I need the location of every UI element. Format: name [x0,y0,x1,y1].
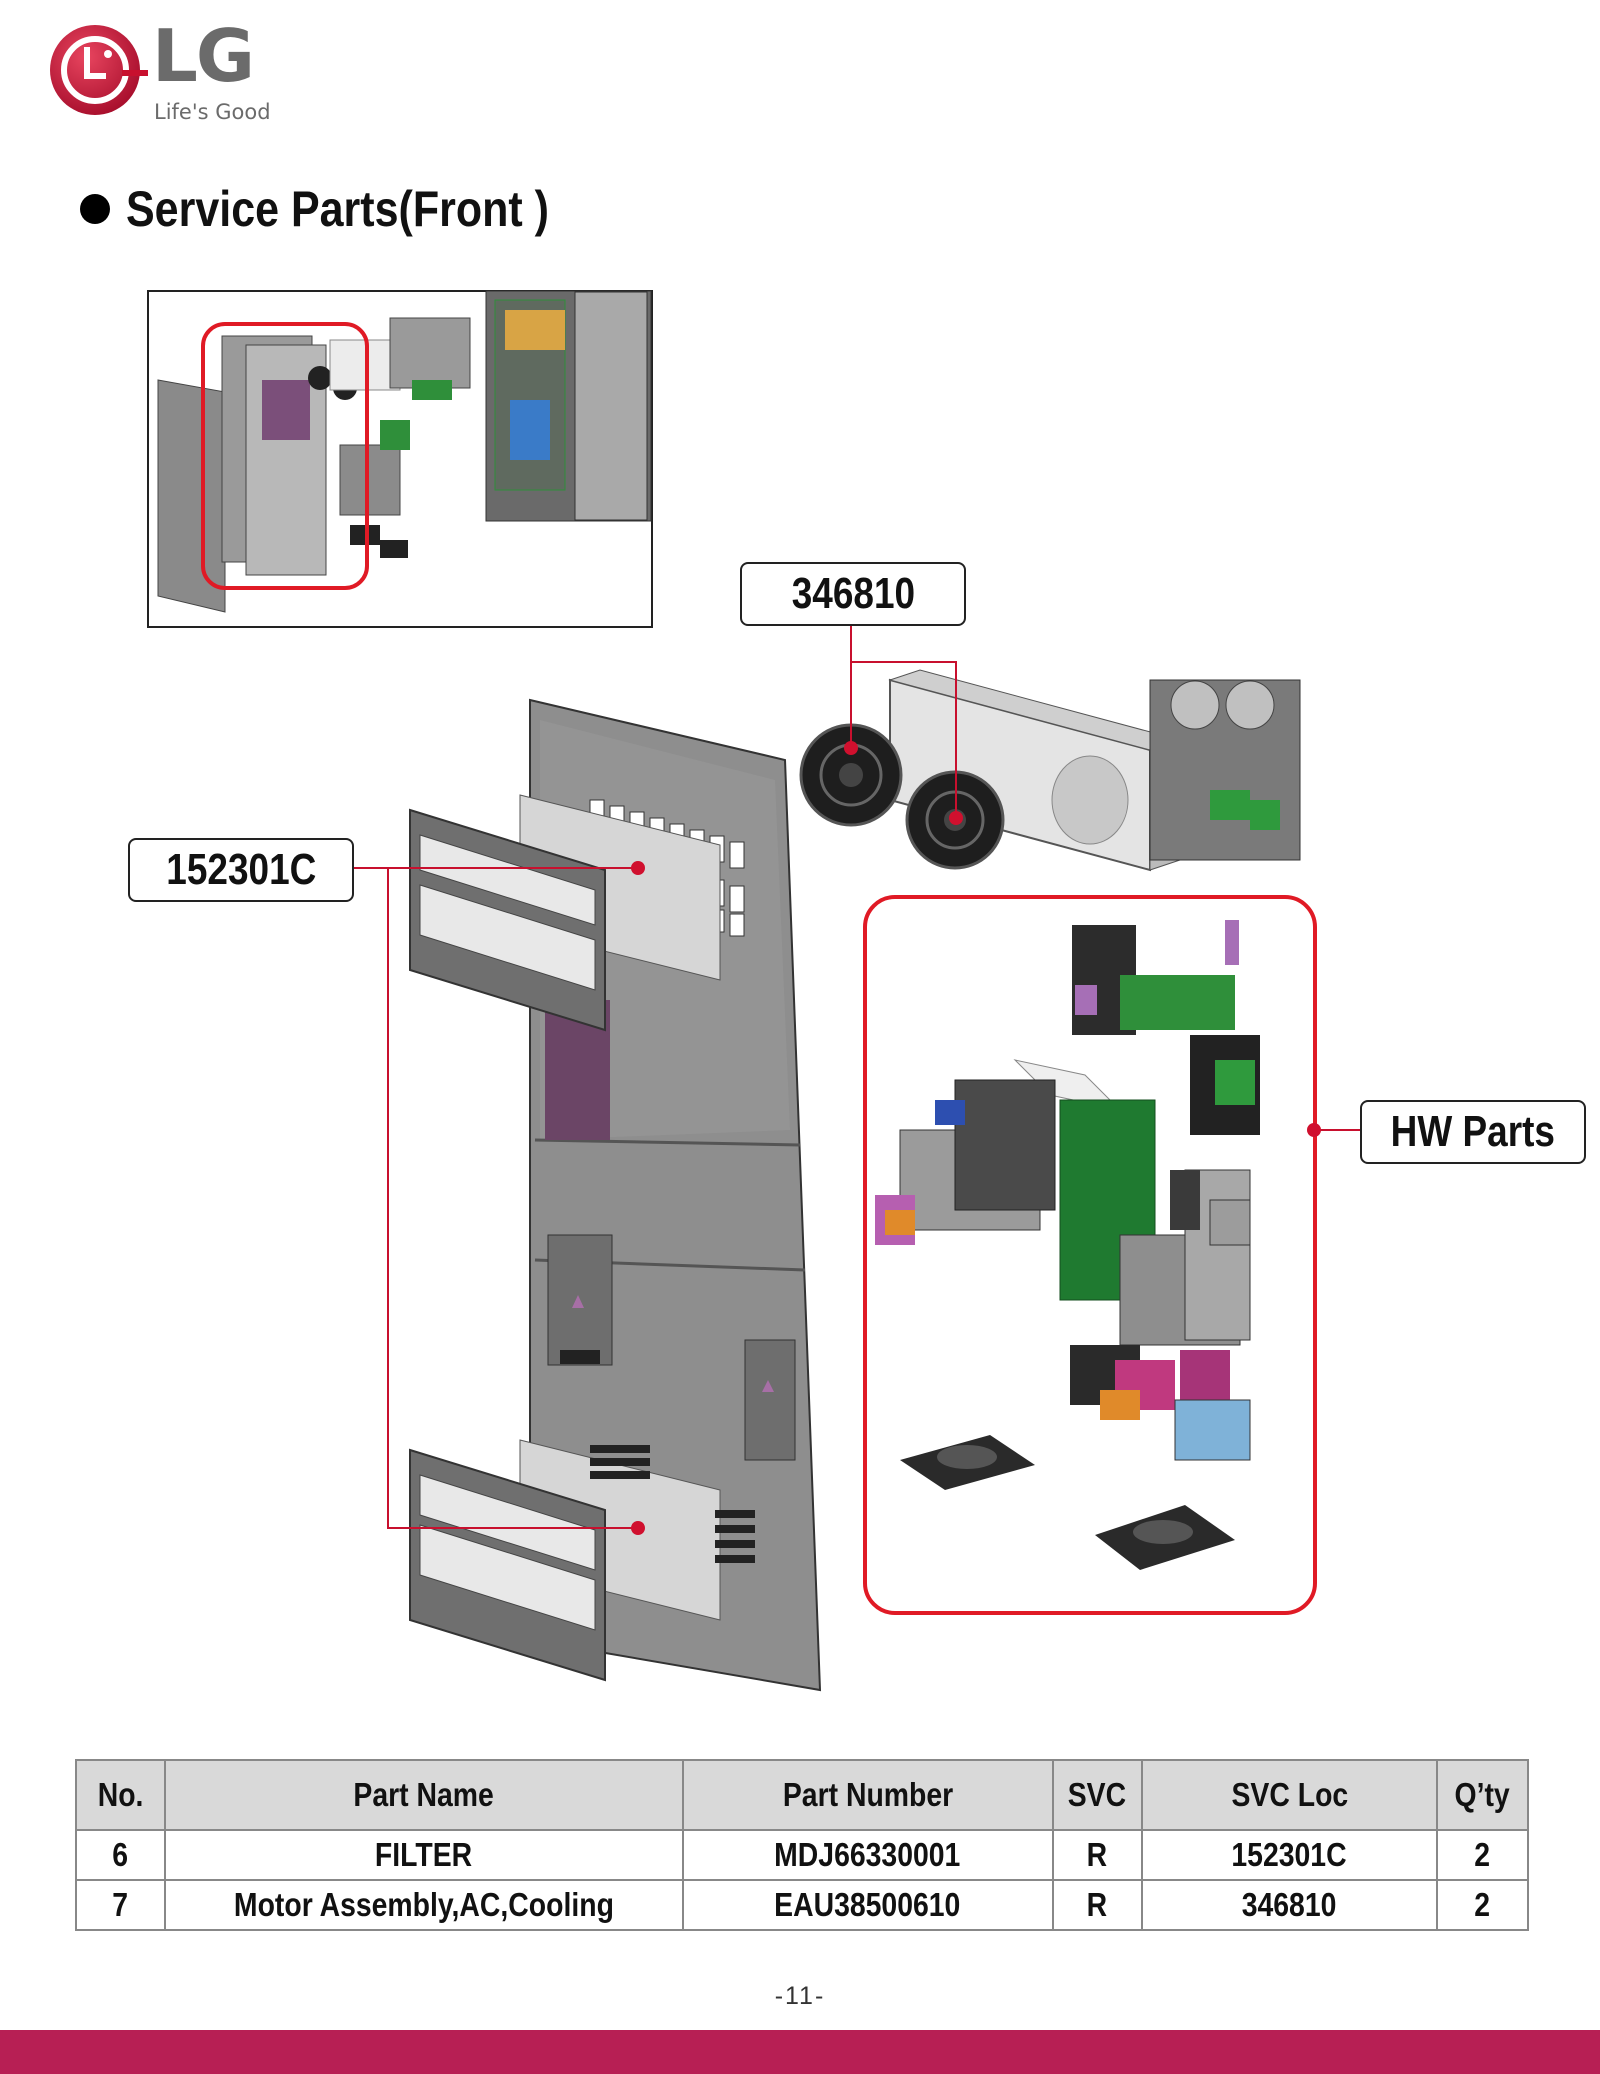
col-part-number: Part Number [681,1759,1054,1831]
cell-part-name: Motor Assembly,AC,Cooling [163,1879,684,1931]
upper-grille [409,808,606,1032]
parts-table: No. Part Name Part Number SVC SVC Loc Q’… [75,1759,1529,1931]
cell-svc: R [1051,1879,1143,1931]
cell-part-name: FILTER [163,1829,684,1881]
footer-bar [0,2030,1600,2074]
lg-wordmark: LG [152,14,255,98]
cell-part-number: EAU38500610 [681,1879,1054,1931]
col-part-name: Part Name [163,1759,684,1831]
lower-grille [409,1448,606,1682]
cell-qty: 2 [1436,1829,1529,1881]
cell-part-number: MDJ66330001 [681,1829,1054,1881]
cell-svc-loc: 152301C [1140,1829,1439,1881]
section-title: Service Parts(Front ) [126,181,549,237]
callout-motor: 346810 [740,562,966,626]
hw-parts-group [863,895,1317,1615]
section-heading: Service Parts(Front ) [80,180,618,238]
cell-no: 7 [75,1879,166,1931]
lg-tagline: Life's Good [154,100,271,124]
col-svc-loc: SVC Loc [1140,1759,1439,1831]
fan-assembly [799,669,1301,872]
table-row: 7 Motor Assembly,AC,Cooling EAU38500610 … [75,1879,1529,1931]
table-row: 6 FILTER MDJ66330001 R 152301C 2 [75,1829,1529,1881]
page-number: -11- [774,1982,826,2010]
bullet-icon [80,194,110,224]
table-header-row: No. Part Name Part Number SVC SVC Loc Q’… [75,1759,1529,1831]
lg-logo [50,25,148,115]
col-qty: Q’ty [1436,1759,1529,1831]
callout-filter: 152301C [128,838,354,902]
overview-thumbnail [147,290,653,628]
leader-dots [631,741,1321,1535]
col-no: No. [75,1759,166,1831]
callout-hw-parts: HW Parts [1360,1100,1586,1164]
col-svc: SVC [1051,1759,1143,1831]
cell-no: 6 [75,1829,166,1881]
cell-qty: 2 [1436,1879,1529,1931]
leader-lines [351,625,1360,1529]
cell-svc-loc: 346810 [1140,1879,1439,1931]
cell-svc: R [1051,1829,1143,1881]
exploded-view-diagram [147,290,1360,1692]
